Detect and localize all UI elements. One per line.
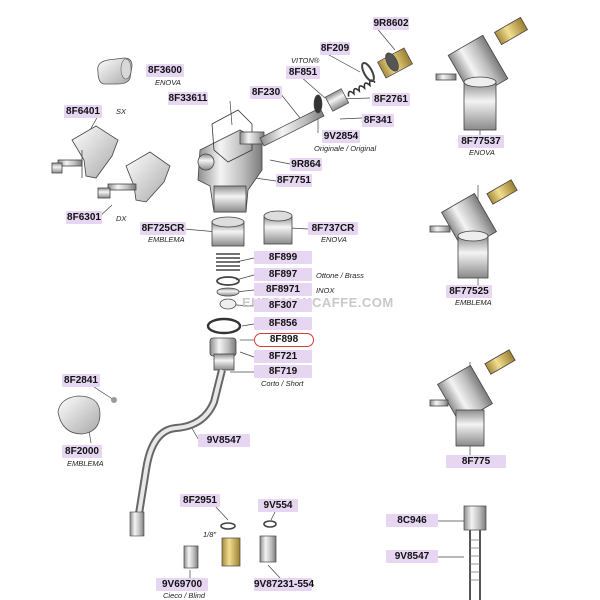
label-8f775: 8F775 xyxy=(446,455,506,468)
note-emblema-knob: EMBLEMA xyxy=(67,459,104,468)
label-8f230: 8F230 xyxy=(250,86,282,99)
label-9v69700: 9V69700 xyxy=(156,578,208,591)
note-enova-bell: ENOVA xyxy=(321,235,347,244)
tips xyxy=(183,520,277,569)
label-8f6401: 8F6401 xyxy=(64,105,102,118)
label-8f2841: 8F2841 xyxy=(62,374,100,387)
note-emblema-valve: EMBLEMA xyxy=(455,298,492,307)
label-8f307: 8F307 xyxy=(254,299,312,312)
label-8f2761: 8F2761 xyxy=(372,93,410,106)
label-8f2000: 8F2000 xyxy=(62,445,102,458)
note-sx: SX xyxy=(116,107,127,116)
label-8f341: 8F341 xyxy=(362,114,394,127)
note-blind: Cieco / Blind xyxy=(163,591,206,600)
label-9v87231-554: 9V87231-554 xyxy=(254,578,315,591)
note-viton: VITON® xyxy=(291,56,320,65)
note-brass: Ottone / Brass xyxy=(316,271,364,280)
lever-sx xyxy=(51,125,119,179)
spindle-row xyxy=(259,47,413,147)
label-8c946: 8C946 xyxy=(386,514,438,527)
valve-775 xyxy=(429,349,516,447)
lever-dx xyxy=(97,151,171,203)
label-9v8547-hose: 9V8547 xyxy=(386,550,438,563)
label-8f7751: 8F7751 xyxy=(276,174,312,187)
note-inox: INOX xyxy=(316,286,335,295)
hose-fitting xyxy=(463,505,487,600)
note-enova-valve: ENOVA xyxy=(469,148,495,157)
label-8f77525: 8F77525 xyxy=(446,285,492,298)
label-9v8547-wand: 9V8547 xyxy=(198,434,250,447)
label-8f851: 8F851 xyxy=(286,66,320,79)
label-8f856: 8F856 xyxy=(254,317,312,330)
label-9r8602: 9R8602 xyxy=(373,17,409,30)
note-short: Corto / Short xyxy=(261,379,304,388)
label-8f8971: 8F8971 xyxy=(254,283,312,296)
label-8f899: 8F899 xyxy=(254,251,312,264)
label-8f725cr: 8F725CR xyxy=(140,222,186,235)
seals-column xyxy=(206,210,293,371)
label-8f33611: 8F33611 xyxy=(168,92,208,105)
valve-enova xyxy=(435,16,529,131)
note-enova-knob: ENOVA xyxy=(155,78,181,87)
note-dx: DX xyxy=(116,214,127,223)
valve-emblema xyxy=(429,179,518,279)
label-8f719: 8F719 xyxy=(254,365,312,378)
label-9v554: 9V554 xyxy=(258,499,298,512)
label-8f737cr: 8F737CR xyxy=(308,222,358,235)
label-8f77537: 8F77537 xyxy=(458,135,504,148)
knob-emblema xyxy=(57,395,117,435)
label-8f721: 8F721 xyxy=(254,350,312,363)
label-8f209: 8F209 xyxy=(320,42,350,55)
label-8f2951: 8F2951 xyxy=(180,494,220,507)
label-8f6301: 8F6301 xyxy=(66,211,102,224)
label-9v2854: 9V2854 xyxy=(322,130,360,143)
label-9r864: 9R864 xyxy=(290,158,322,171)
label-8f898-highlighted: 8F898 xyxy=(254,333,314,347)
label-8f897: 8F897 xyxy=(254,268,312,281)
knob-enova xyxy=(97,57,133,85)
note-originale: Originale / Original xyxy=(314,144,377,153)
note-emblema-bell: EMBLEMA xyxy=(148,235,185,244)
valve-body xyxy=(197,109,265,213)
steam-wand xyxy=(129,369,226,537)
note-thread-size: 1/8" xyxy=(203,530,217,539)
label-8f3600: 8F3600 xyxy=(146,64,184,77)
